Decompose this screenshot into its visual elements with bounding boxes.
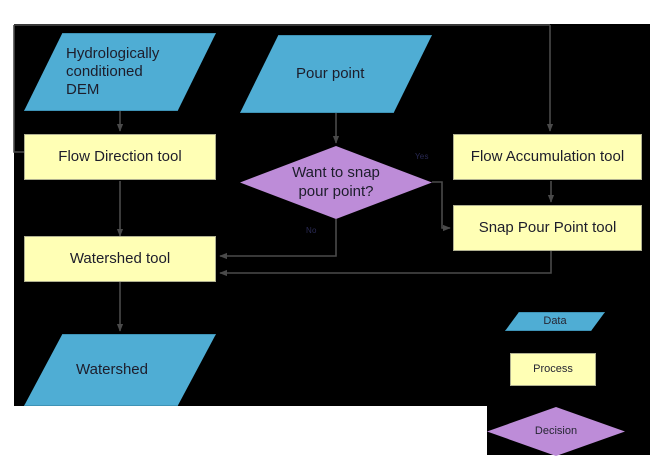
legend-item-data[interactable]: Data — [505, 312, 605, 331]
node-label: Flow Direction tool — [58, 147, 182, 165]
node-flow-accumulation-tool[interactable]: Flow Accumulation tool — [453, 134, 642, 180]
node-pour-point[interactable]: Pour point — [240, 35, 432, 113]
node-label: Watershed tool — [69, 249, 171, 267]
node-label: Hydrologically conditioned DEM — [66, 44, 160, 99]
legend-label: Process — [533, 362, 573, 375]
node-watershed-tool[interactable]: Watershed tool — [24, 236, 216, 282]
node-label: Flow Accumulation tool — [470, 147, 625, 165]
data-parallelogram-shape — [24, 33, 216, 111]
node-label: Snap Pour Point tool — [478, 218, 617, 236]
node-flow-direction-tool[interactable]: Flow Direction tool — [24, 134, 216, 180]
node-label: Pour point — [296, 64, 365, 82]
data-parallelogram-shape — [240, 35, 432, 113]
node-want-to-snap-decision[interactable]: Want to snap pour point? — [240, 146, 432, 219]
node-watershed[interactable]: Watershed — [24, 334, 216, 406]
data-parallelogram-shape — [24, 334, 216, 406]
edge-label-no: No — [306, 226, 317, 235]
node-hydro-dem[interactable]: Hydrologically conditioned DEM — [24, 33, 216, 111]
node-label: Want to snap pour point? — [292, 164, 380, 200]
legend-item-process[interactable]: Process — [510, 353, 596, 386]
legend-item-decision[interactable]: Decision — [487, 407, 625, 456]
node-label: Watershed — [76, 360, 148, 378]
edge-label-yes: Yes — [415, 152, 429, 161]
node-snap-pour-point-tool[interactable]: Snap Pour Point tool — [453, 205, 642, 251]
legend-label: Decision — [534, 424, 578, 437]
legend-label: Data — [543, 314, 567, 327]
